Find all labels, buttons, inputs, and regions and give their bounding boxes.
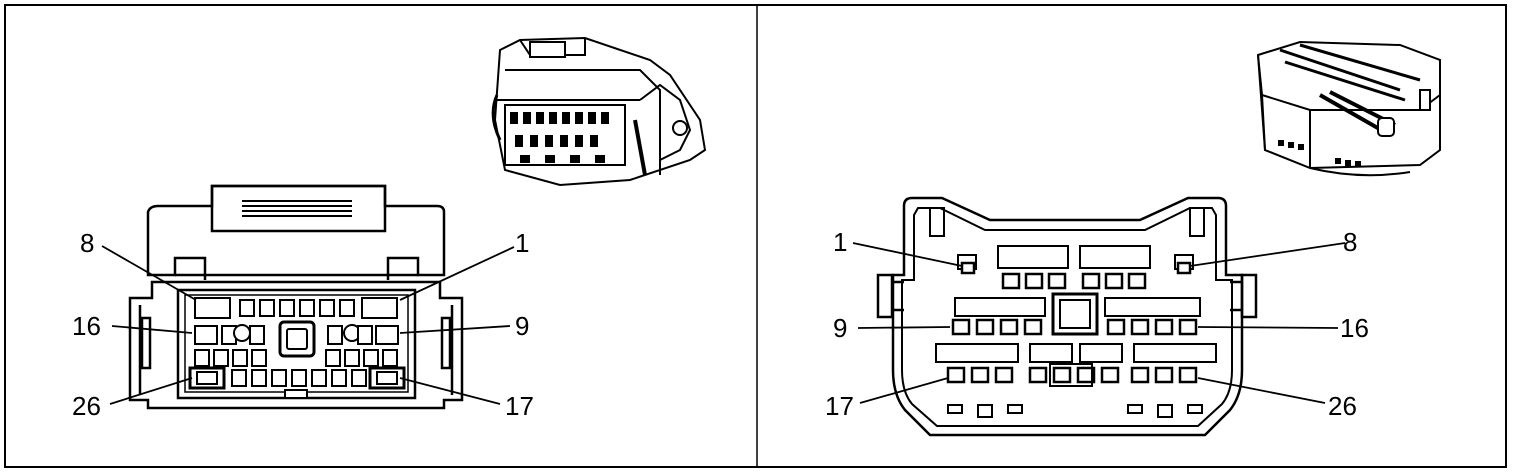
left-pin-17-label: 17 xyxy=(505,391,534,421)
right-connector-body xyxy=(876,196,1258,437)
left-connector-body xyxy=(128,184,464,410)
right-pin-17-label: 17 xyxy=(825,391,854,421)
left-terminal-cavities xyxy=(188,297,406,399)
left-panel: 8 1 16 9 26 17 xyxy=(72,36,707,421)
left-pin-9-label: 9 xyxy=(515,311,529,341)
right-pin-1-label: 1 xyxy=(833,227,847,257)
right-panel: 1 8 9 16 17 26 xyxy=(825,40,1441,437)
left-leader-lines xyxy=(101,245,515,405)
right-pin-16-label: 16 xyxy=(1340,313,1369,343)
left-connector-iso-illustration xyxy=(491,36,707,187)
left-pin-16-label: 16 xyxy=(72,311,101,341)
right-connector-iso-illustration xyxy=(1256,40,1441,177)
right-pin-9-label: 9 xyxy=(833,313,847,343)
right-pin-8-label: 8 xyxy=(1343,227,1357,257)
right-pin-26-label: 26 xyxy=(1328,391,1357,421)
right-leader-lines xyxy=(852,242,1346,404)
left-pin-1-label: 1 xyxy=(515,228,529,258)
right-terminal-cavities xyxy=(935,245,1217,387)
left-pin-8-label: 8 xyxy=(80,228,94,258)
outer-border xyxy=(4,4,1507,468)
left-pin-26-label: 26 xyxy=(72,391,101,421)
